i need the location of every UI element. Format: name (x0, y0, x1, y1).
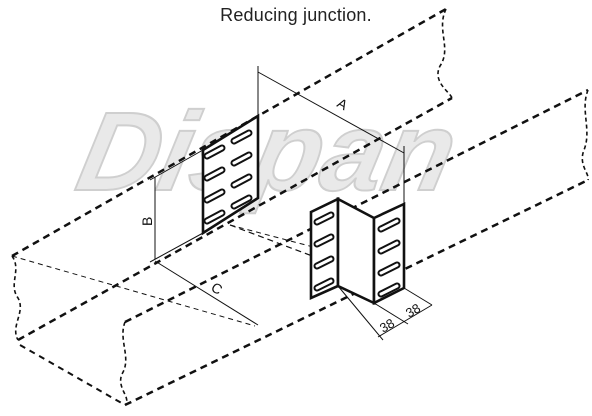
right-tray-top-edge (124, 88, 589, 324)
dimension-b-label: B (139, 217, 155, 226)
dimension-b-extension-top (149, 149, 204, 181)
flange-dimension-label-2: 38 (403, 300, 423, 320)
left-tray-bottom-edge (17, 96, 453, 342)
right-tray-break-far (581, 89, 589, 181)
flange-extension-3 (403, 287, 433, 306)
slot-hole-inner (379, 219, 399, 231)
slot-hole-inner (232, 175, 251, 187)
left-tray-floor-edge (11, 255, 256, 327)
slot-hole-inner (379, 284, 399, 296)
flange-dimension-label-1: 38 (377, 315, 397, 335)
dimension-b: B (139, 149, 204, 263)
slot-hole-inner (315, 257, 333, 268)
slot-hole-inner (232, 196, 251, 208)
slot-hole-inner (379, 241, 399, 253)
slot-hole-inner (315, 213, 333, 224)
dimension-c: C (154, 260, 259, 326)
flange-dimensions: 38 38 (337, 285, 433, 341)
watermark-logo: Dispan (67, 87, 469, 215)
watermark-text: Dispan (68, 88, 468, 214)
flange-dimension-line (377, 304, 433, 338)
right-plate-web (336, 196, 376, 306)
dimension-a-line (257, 71, 405, 154)
flange-extension-2 (373, 302, 409, 325)
slot-hole-inner (315, 235, 333, 246)
dimension-c-label: C (208, 279, 225, 298)
right-tray-break-near (119, 321, 128, 406)
left-coupling-plate (201, 113, 260, 236)
slot-hole-inner (205, 168, 224, 180)
left-tray-break-far (437, 8, 453, 99)
slot-hole-inner (232, 153, 251, 165)
dimension-c-line (154, 260, 259, 326)
left-plate-slots (203, 129, 253, 225)
slot-hole-inner (315, 279, 333, 290)
diagram-title: Reducing junction. (220, 5, 372, 25)
right-tray-near-edge (19, 344, 126, 406)
right-plate-slots (313, 211, 401, 298)
slot-hole-inner (205, 190, 224, 202)
slot-hole-inner (379, 263, 399, 275)
left-tray-break-near (11, 255, 22, 341)
flange-extension-1 (337, 285, 384, 341)
slot-hole-inner (205, 146, 224, 158)
right-bent-coupling-plate (309, 196, 406, 306)
slot-hole-inner (232, 131, 251, 143)
dimension-b-extension-bottom (149, 232, 204, 263)
slot-hole-inner (205, 211, 224, 223)
